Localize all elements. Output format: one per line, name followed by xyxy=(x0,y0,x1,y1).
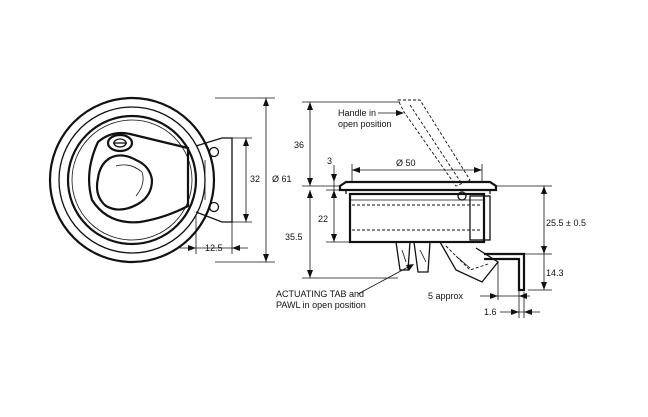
label-dim-3: 3 xyxy=(327,156,332,166)
label-diameter-50: Ø 50 xyxy=(396,158,416,168)
side-plate xyxy=(469,195,491,241)
front-dimensions: Ø 61 32 12.5 xyxy=(180,97,292,263)
front-view xyxy=(48,96,233,264)
lock-cylinder xyxy=(106,133,134,153)
handle xyxy=(95,154,154,211)
inner-flange-ring xyxy=(58,106,206,254)
label-dim-5-approx: 5 approx xyxy=(428,291,464,301)
annotations: Handle in open position ACTUATING TAB an… xyxy=(276,108,414,310)
note-handle-line1: Handle in xyxy=(338,108,376,118)
handle-inner-edge xyxy=(115,164,144,197)
pivot-screw xyxy=(457,191,467,201)
pawl-hatch xyxy=(401,249,471,269)
latch-bolt xyxy=(484,252,526,292)
actuating-tab xyxy=(439,241,499,283)
housing-body xyxy=(348,192,486,244)
label-diameter-61: Ø 61 xyxy=(272,174,292,184)
mounting-bracket xyxy=(195,137,233,223)
label-dim-25-5: 25.5 ± 0.5 xyxy=(546,218,586,228)
outer-flange-ring xyxy=(48,96,216,264)
label-dim-32: 32 xyxy=(250,174,260,184)
note-handle-line2: open position xyxy=(338,119,392,129)
handle-recess xyxy=(87,131,190,224)
handle-open-dashed xyxy=(397,99,471,187)
label-dim-12-5: 12.5 xyxy=(205,243,223,253)
leader-tab xyxy=(357,265,411,295)
label-dim-1-6: 1.6 xyxy=(484,307,497,317)
label-dim-36: 36 xyxy=(294,140,304,150)
label-dim-14-3: 14.3 xyxy=(546,268,564,278)
cup-ring xyxy=(66,114,198,246)
pawl-left xyxy=(395,241,411,271)
pawl-center xyxy=(413,241,431,273)
label-dim-35-5: 35.5 xyxy=(285,232,303,242)
label-dim-22: 22 xyxy=(318,214,328,224)
top-flange xyxy=(338,180,498,192)
side-dimensions: 36 3 Ø 50 22 35.5 25.5 ± 0.5 xyxy=(285,101,586,318)
note-tab-line2: PAWL in open position xyxy=(276,300,366,310)
note-tab-line1: ACTUATING TAB and xyxy=(276,289,364,299)
cup-inner-ring xyxy=(71,119,193,241)
